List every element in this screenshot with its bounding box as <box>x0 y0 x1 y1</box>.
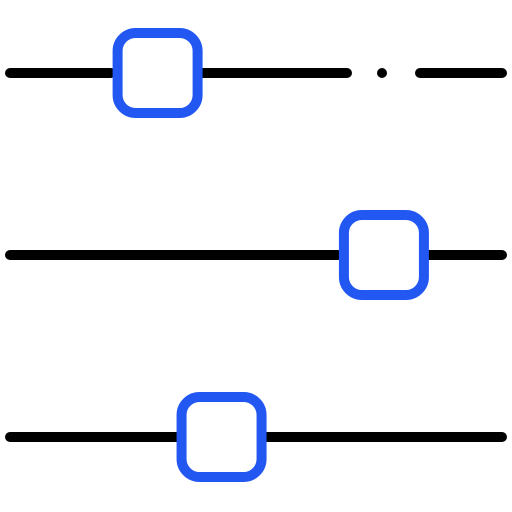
slider-top[interactable] <box>5 28 507 118</box>
slider-top-track-dot <box>377 68 387 78</box>
slider-bottom[interactable] <box>5 392 507 482</box>
slider-middle-handle[interactable] <box>338 210 429 300</box>
slider-bottom-handle[interactable] <box>176 392 267 482</box>
slider-middle[interactable] <box>5 210 507 300</box>
slider-top-handle[interactable] <box>112 28 203 118</box>
